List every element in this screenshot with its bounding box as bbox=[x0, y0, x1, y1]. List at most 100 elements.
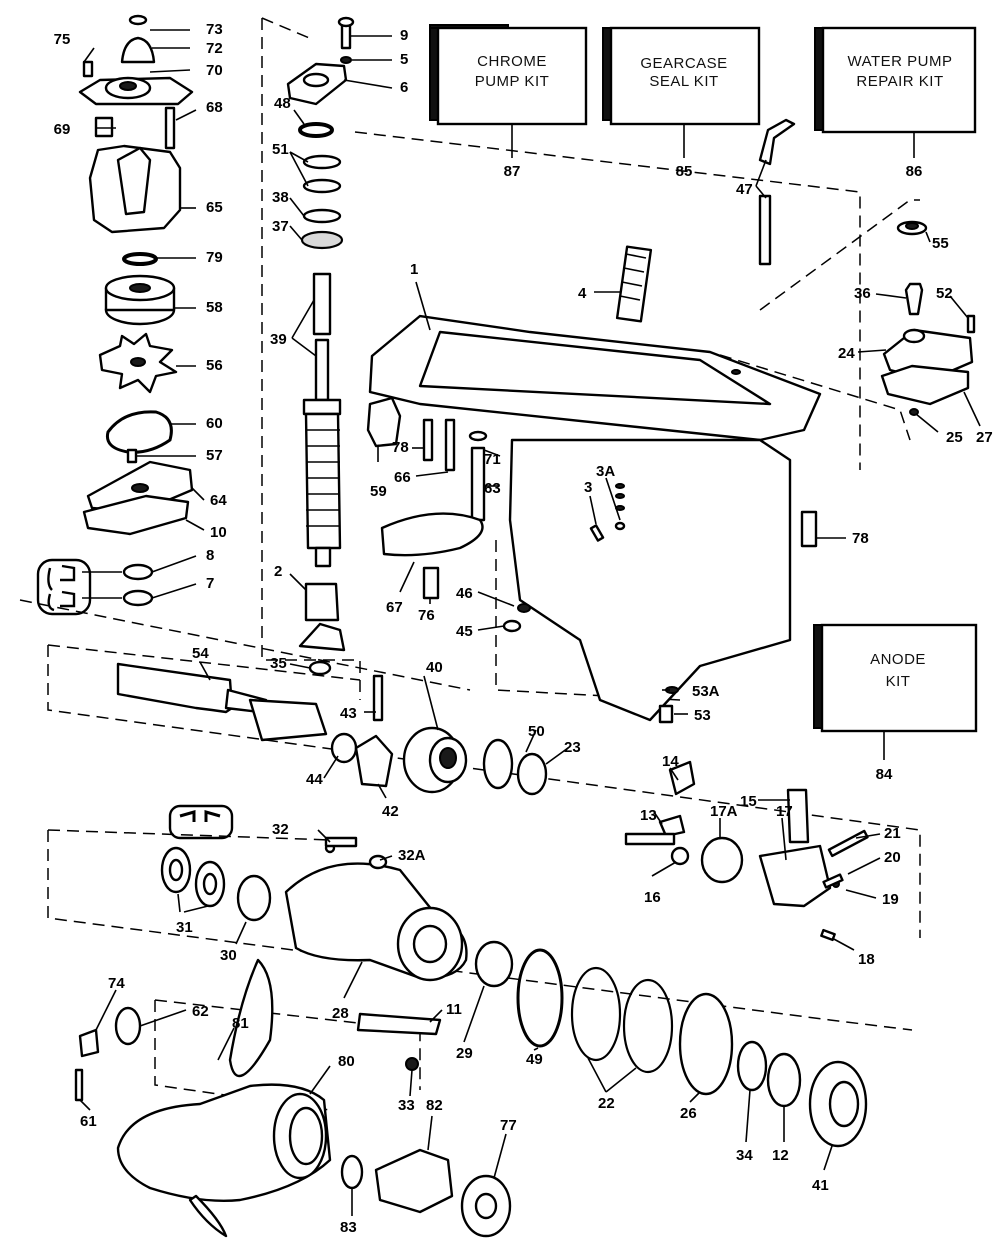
callout-label: 80 bbox=[338, 1053, 355, 1070]
callout-label: 66 bbox=[394, 469, 411, 486]
callout-label: 2 bbox=[274, 563, 282, 580]
callout-label: 62 bbox=[192, 1003, 209, 1020]
callout-label: 67 bbox=[386, 599, 403, 616]
callout-label: 20 bbox=[884, 849, 901, 866]
callout-label: 3A bbox=[596, 463, 615, 480]
callout-label: 14 bbox=[662, 753, 679, 770]
callout-label: 48 bbox=[274, 95, 291, 112]
callout-label: 24 bbox=[838, 345, 855, 362]
callout-label: 50 bbox=[528, 723, 545, 740]
kit-box-water-pump-repair: WATER PUMP REPAIR KIT 86 bbox=[814, 26, 977, 180]
seal-detail-inset bbox=[36, 558, 154, 616]
callout-label: 56 bbox=[206, 357, 223, 374]
propeller-shaft-54 bbox=[116, 662, 384, 764]
callout-label: 33 bbox=[398, 1097, 415, 1114]
callout-label: 55 bbox=[932, 235, 949, 252]
callout-label: 39 bbox=[270, 331, 287, 348]
plate-64 bbox=[82, 460, 194, 536]
impeller-56 bbox=[98, 332, 178, 394]
callout-label: 29 bbox=[456, 1045, 473, 1062]
callout-label: 81 bbox=[232, 1015, 249, 1032]
callout-label: 18 bbox=[858, 951, 875, 968]
callout-label: 19 bbox=[882, 891, 899, 908]
seal-pair-31 bbox=[160, 804, 272, 922]
clutch-dog-and-gear bbox=[354, 726, 548, 796]
callout-label: 83 bbox=[340, 1219, 357, 1236]
callout-label: 38 bbox=[272, 189, 289, 206]
trim-tab-67 bbox=[380, 512, 679, 724]
callout-label: 12 bbox=[772, 1147, 789, 1164]
callout-label: 35 bbox=[270, 655, 287, 672]
kit-label-line1: WATER PUMP bbox=[848, 53, 953, 70]
callout-label: 43 bbox=[340, 705, 357, 722]
callout-label: 45 bbox=[456, 623, 473, 640]
callout-label: 42 bbox=[382, 803, 399, 820]
kit-box-gearcase-seal: GEARCASE SEAL KIT 85 bbox=[602, 26, 761, 180]
kit-label-line2: REPAIR KIT bbox=[856, 73, 943, 90]
kit-number: 87 bbox=[504, 163, 521, 180]
kit-box-chrome-pump: CHROME PUMP KIT 87 bbox=[429, 24, 588, 180]
callout-label: 78 bbox=[392, 439, 409, 456]
water-pump-assembly-right bbox=[880, 220, 976, 416]
shift-rod-47 bbox=[758, 118, 796, 266]
bearing-housing-28 bbox=[284, 836, 468, 982]
gearcase-housing bbox=[368, 245, 822, 722]
callout-label: 3 bbox=[584, 479, 592, 496]
callout-label: 16 bbox=[644, 889, 661, 906]
impeller-cup-58 bbox=[104, 274, 176, 326]
callout-label: 71 bbox=[484, 451, 501, 468]
callout-label: 25 bbox=[946, 429, 963, 446]
callout-label: 6 bbox=[400, 79, 408, 96]
callout-label: 15 bbox=[740, 793, 757, 810]
callout-label: 22 bbox=[598, 1095, 615, 1112]
callout-label: 41 bbox=[812, 1177, 829, 1194]
kit-label-line1: ANODE bbox=[870, 651, 926, 668]
callout-label: 31 bbox=[176, 919, 193, 936]
housing-ribs bbox=[619, 253, 647, 301]
callout-label: 17 bbox=[776, 803, 793, 820]
kit-label-line1: CHROME bbox=[477, 53, 547, 70]
callout-label: 76 bbox=[418, 607, 435, 624]
fasteners-under-housing bbox=[366, 396, 818, 548]
callout-label: 59 bbox=[370, 483, 387, 500]
callout-label: 46 bbox=[456, 585, 473, 602]
callout-label: 28 bbox=[332, 1005, 349, 1022]
callout-label: 53 bbox=[694, 707, 711, 724]
callout-label: 57 bbox=[206, 447, 223, 464]
callout-label: 74 bbox=[108, 975, 125, 992]
callout-label: 70 bbox=[206, 62, 223, 79]
kit-number: 84 bbox=[876, 766, 893, 783]
callout-label: 17A bbox=[710, 803, 738, 820]
callout-label: 36 bbox=[854, 285, 871, 302]
rings-and-plates-22-26 bbox=[474, 940, 868, 1148]
callout-label: 64 bbox=[210, 492, 227, 509]
callout-label: 78 bbox=[852, 530, 869, 547]
gasket-60 bbox=[105, 410, 173, 464]
callout-label: 32A bbox=[398, 847, 426, 864]
callout-label: 30 bbox=[220, 947, 237, 964]
callout-label: 13 bbox=[640, 807, 657, 824]
kit-label-line2: SEAL KIT bbox=[649, 73, 718, 90]
callout-label: 21 bbox=[884, 825, 901, 842]
callout-label: 51 bbox=[272, 141, 289, 158]
driveshaft-stack bbox=[286, 16, 355, 676]
leader-lines bbox=[79, 29, 981, 1216]
callout-label: 40 bbox=[426, 659, 443, 676]
callout-label: 65 bbox=[206, 199, 223, 216]
callout-label: 79 bbox=[206, 249, 223, 266]
callout-label: 37 bbox=[272, 218, 289, 235]
callout-label: 27 bbox=[976, 429, 993, 446]
kit-label-line2: KIT bbox=[886, 673, 911, 690]
callout-label: 58 bbox=[206, 299, 223, 316]
callout-label: 32 bbox=[272, 821, 289, 838]
callout-label: 49 bbox=[526, 1051, 543, 1068]
callout-label: 52 bbox=[936, 285, 953, 302]
callout-label: 61 bbox=[80, 1113, 97, 1130]
callout-label: 5 bbox=[400, 51, 408, 68]
callout-label: 26 bbox=[680, 1105, 697, 1122]
callout-label: 34 bbox=[736, 1147, 753, 1164]
callout-label: 7 bbox=[206, 575, 214, 592]
callout-label: 10 bbox=[210, 524, 227, 541]
callout-label: 73 bbox=[206, 21, 223, 38]
